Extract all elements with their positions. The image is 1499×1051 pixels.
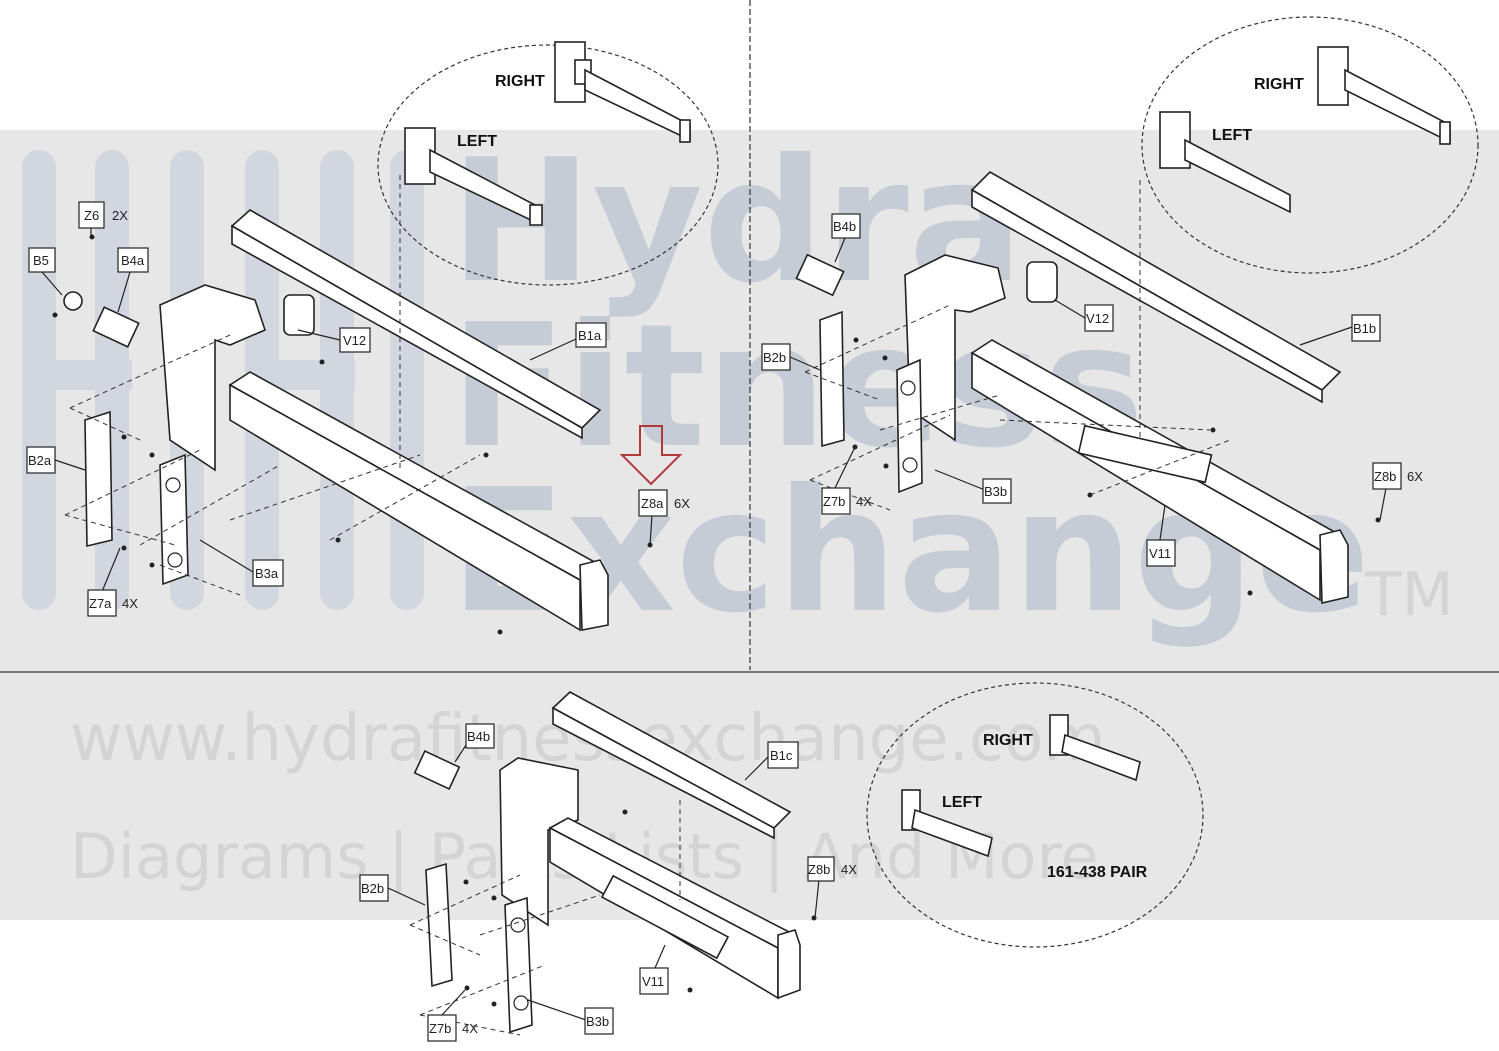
panel-c-pair-label: 161-438 PAIR xyxy=(1047,864,1148,881)
panel-b-plate-b2b xyxy=(819,310,845,448)
panel-b-label-b4b: B4b xyxy=(833,219,856,234)
panel-c-right-label: RIGHT xyxy=(983,732,1033,749)
panel-c-label-z8b: Z8b xyxy=(808,862,830,877)
panel-b-label-z7b: Z7b xyxy=(823,494,845,509)
panel-b-upright xyxy=(904,254,1006,442)
panel-a-label-z6: Z6 xyxy=(84,208,99,223)
panel-c-label-z7b: Z7b xyxy=(429,1021,451,1036)
panel-a-bolts xyxy=(52,234,653,635)
panel-b-left-arm-illustration xyxy=(1159,111,1291,214)
panel-a-label-b4a: B4a xyxy=(121,253,145,268)
panel-b-label-z8b: Z8b xyxy=(1374,469,1396,484)
panel-c: RIGHT LEFT 161-438 PAIR B4b B1c B2b xyxy=(359,682,1204,1042)
panel-c-bolts xyxy=(463,809,817,1007)
panel-a-label-v12: V12 xyxy=(343,333,366,348)
panel-b-bushing xyxy=(795,253,845,297)
panel-a-qty-z6: 2X xyxy=(112,208,128,223)
panel-c-plate-b2b xyxy=(425,862,453,988)
panel-c-qty-z8b: 4X xyxy=(841,862,857,877)
panel-a-label-b3a: B3a xyxy=(255,566,279,581)
panel-b-label-v12: V12 xyxy=(1086,311,1109,326)
panel-c-right-arm-illustration xyxy=(1049,714,1141,782)
panel-a-left-label: LEFT xyxy=(457,133,497,150)
panel-c-plate-b3b xyxy=(504,896,533,1034)
panel-a-upright xyxy=(159,284,266,472)
panel-c-label-b2b: B2b xyxy=(361,881,384,896)
panel-b-qty-z7b: 4X xyxy=(856,494,872,509)
panel-b-right-label: RIGHT xyxy=(1254,76,1304,93)
watermark-trademark: TM xyxy=(1364,560,1453,630)
panel-c-qty-z7b: 4X xyxy=(462,1021,478,1036)
panel-b-decal xyxy=(1077,424,1213,484)
panel-a-label-z8a: Z8a xyxy=(641,496,664,511)
panel-c-left-label: LEFT xyxy=(942,794,982,811)
panel-a-bushing xyxy=(92,306,140,348)
panel-c-left-arm-illustration xyxy=(901,789,993,858)
panel-a-left-arm-illustration xyxy=(404,127,543,226)
panel-a-label-b5: B5 xyxy=(33,253,49,268)
panel-c-label-v11: V11 xyxy=(642,974,664,989)
panel-c-decal xyxy=(600,874,730,960)
panel-b-label-b2b: B2b xyxy=(763,350,786,365)
panel-b-qty-z8b: 6X xyxy=(1407,469,1423,484)
panel-b: RIGHT LEFT B4b V12 B1b B2b xyxy=(761,16,1479,604)
panel-a-label-b2a: B2a xyxy=(28,453,52,468)
panel-b-right-arm-illustration xyxy=(1317,46,1451,145)
panel-b-label-b1b: B1b xyxy=(1353,321,1376,336)
panel-b-arm-side xyxy=(971,351,1321,602)
panel-a-callout-arrow xyxy=(619,425,683,486)
panel-c-label-b4b: B4b xyxy=(467,729,490,744)
panel-c-label-b1c: B1c xyxy=(770,748,793,763)
panel-c-label-b3b: B3b xyxy=(586,1014,609,1029)
panel-a-right-arm-illustration xyxy=(554,41,691,143)
panel-a-label-b1a: B1a xyxy=(578,328,602,343)
panel-b-label-b3b: B3b xyxy=(984,484,1007,499)
panel-b-left-label: LEFT xyxy=(1212,127,1252,144)
panel-a-qty-z7a: 4X xyxy=(122,596,138,611)
panel-a-plate-b2a xyxy=(84,410,113,548)
panel-a-plate-b3a xyxy=(159,453,189,586)
panel-a-label-z7a: Z7a xyxy=(89,596,112,611)
panel-a-qty-z8a: 6X xyxy=(674,496,690,511)
panel-b-label-v11: V11 xyxy=(1149,546,1171,561)
panel-a-cap xyxy=(63,291,83,311)
panel-a: RIGHT LEFT xyxy=(26,41,719,635)
panel-a-right-label: RIGHT xyxy=(495,73,545,90)
panel-c-bushing xyxy=(413,750,461,790)
